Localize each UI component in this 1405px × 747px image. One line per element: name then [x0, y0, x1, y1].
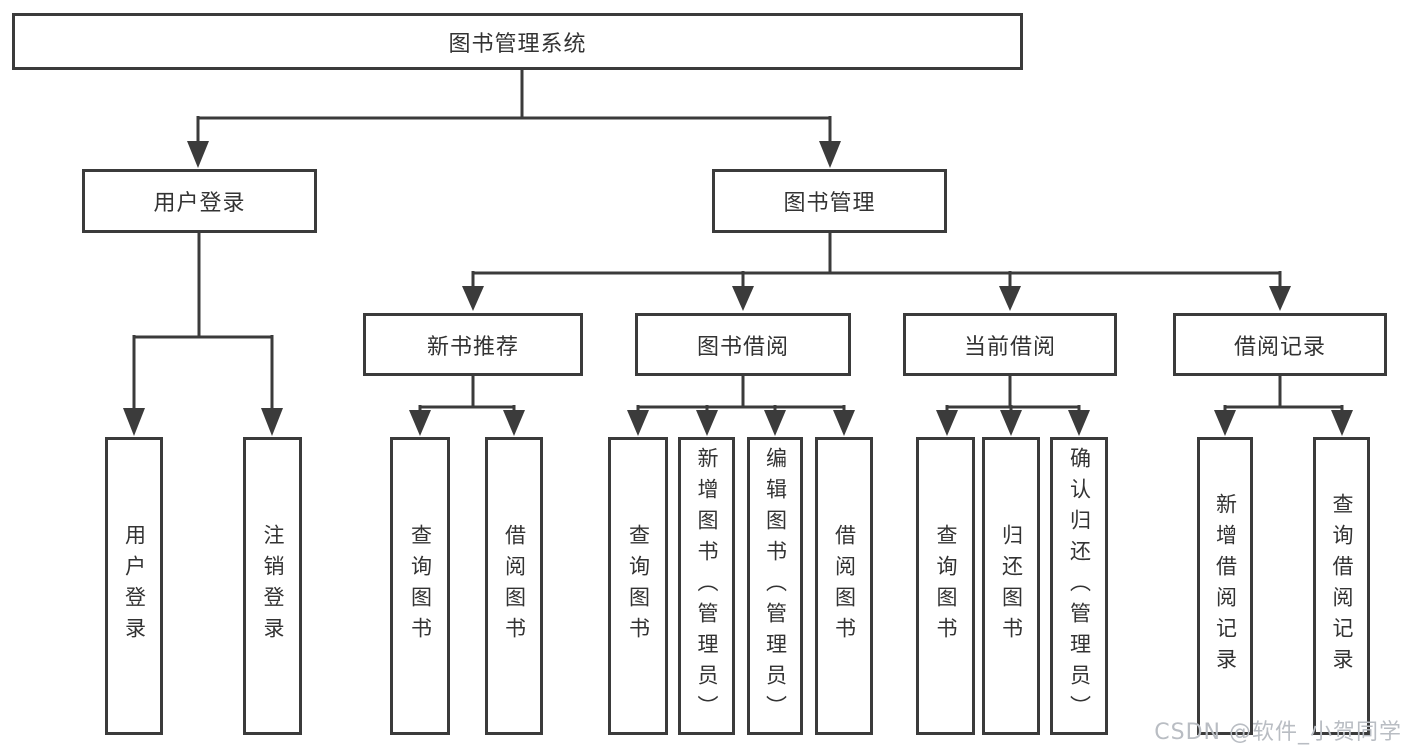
node-label: 用户登录	[153, 191, 246, 216]
leaf-query-borrow-record: 查询借阅记录	[1313, 437, 1370, 735]
node-label: 图书借阅	[696, 334, 789, 360]
leaf-label: 确认归还（管理员）	[1067, 446, 1092, 726]
leaf-return-books: 归还图书	[982, 437, 1040, 735]
leaf-label: 注销登录	[261, 524, 285, 648]
node-book-borrow: 图书借阅	[635, 313, 851, 376]
node-book-management-branch: 图书管理	[712, 169, 947, 233]
leaf-edit-books-admin: 编辑图书（管理员）	[747, 437, 803, 735]
leaf-query-books-recommend: 查询图书	[390, 437, 450, 735]
leaf-label: 查询图书	[408, 524, 433, 648]
leaf-label: 新增借阅记录	[1213, 493, 1238, 679]
leaf-query-books-current: 查询图书	[916, 437, 975, 735]
leaf-query-books-borrow: 查询图书	[608, 437, 668, 735]
node-user-login-branch: 用户登录	[82, 169, 317, 233]
node-new-book-recommend: 新书推荐	[363, 313, 583, 376]
leaf-label: 借阅图书	[832, 524, 857, 648]
leaf-add-borrow-record: 新增借阅记录	[1197, 437, 1253, 735]
node-root-label: 图书管理系统	[448, 31, 587, 57]
node-label: 借阅记录	[1233, 334, 1326, 360]
leaf-label: 借阅图书	[502, 524, 527, 648]
leaf-user-login: 用户登录	[105, 437, 163, 735]
leaf-label: 用户登录	[122, 524, 147, 648]
leaf-add-books-admin: 新增图书（管理员）	[678, 437, 735, 735]
node-current-borrow: 当前借阅	[903, 313, 1117, 376]
leaf-label: 查询图书	[626, 524, 651, 648]
leaf-label: 归还图书	[999, 524, 1024, 648]
leaf-borrow-books: 借阅图书	[815, 437, 873, 735]
leaf-confirm-return-admin: 确认归还（管理员）	[1050, 437, 1108, 735]
leaf-label: 查询借阅记录	[1330, 493, 1354, 679]
leaf-borrow-books-recommend: 借阅图书	[485, 437, 543, 735]
leaf-label: 新增图书（管理员）	[695, 446, 719, 726]
node-label: 图书管理	[783, 191, 876, 216]
node-label: 新书推荐	[426, 334, 519, 360]
node-borrow-records: 借阅记录	[1173, 313, 1387, 376]
node-root-system: 图书管理系统	[12, 13, 1023, 70]
leaf-label: 编辑图书（管理员）	[763, 446, 788, 726]
csdn-watermark: CSDN @软件_小贺同学	[1154, 720, 1402, 745]
leaf-logout: 注销登录	[243, 437, 302, 735]
node-label: 当前借阅	[963, 334, 1056, 360]
leaf-label: 查询图书	[934, 524, 958, 648]
